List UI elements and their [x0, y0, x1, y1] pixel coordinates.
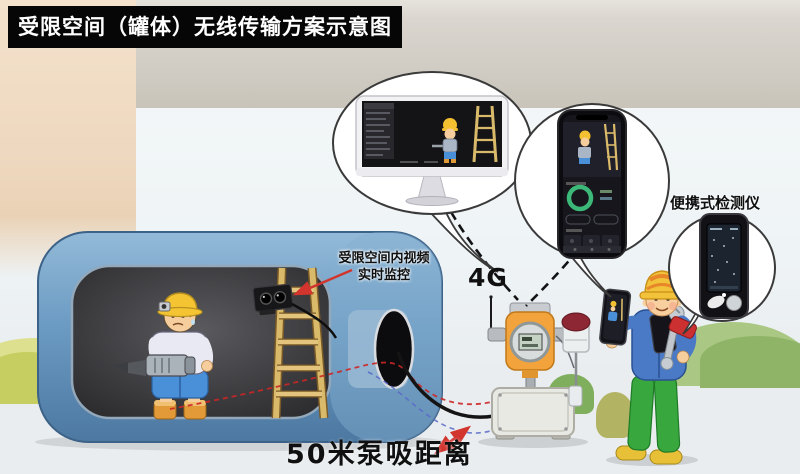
- network-4g-label: 4G: [468, 263, 508, 292]
- surveillance-camera-icon: [252, 283, 294, 316]
- manhole-opening: [373, 308, 415, 390]
- red-armband: [668, 316, 697, 339]
- smartphone-monitoring-app-icon: [557, 109, 627, 259]
- alarm-beacon-icon: [555, 312, 591, 407]
- phone-bubble: [514, 103, 670, 298]
- red-sampling-tube: [169, 361, 493, 410]
- camera-monitoring-label: 受限空间内视频 实时监控: [336, 250, 432, 284]
- portable-gas-detector-icon: [699, 213, 749, 319]
- worker-with-phone-icon: [599, 270, 698, 466]
- diagram-title: 受限空间（罐体）无线传输方案示意图: [8, 6, 402, 48]
- smartphone-in-hand-icon: [599, 288, 632, 346]
- worker-with-drill-icon: [112, 292, 213, 420]
- monitor-bubble: [332, 71, 532, 273]
- distance-arrow-down: [433, 426, 469, 455]
- pump-distance-label: 50米泵吸距离: [286, 439, 473, 470]
- blue-cable: [367, 371, 495, 434]
- fixed-gas-detector-icon: [487, 295, 567, 378]
- camera-monitoring-label-line2: 实时监控: [357, 268, 410, 284]
- bush-olive: [596, 392, 634, 438]
- app-status-ring: [566, 184, 594, 212]
- black-cable: [396, 351, 495, 419]
- mound-right-front: [700, 336, 800, 388]
- drill-icon: [112, 354, 196, 377]
- junction-box-icon: [478, 373, 588, 448]
- camera-cable: [291, 302, 338, 339]
- desktop-monitor-video-feed-icon: [355, 95, 509, 206]
- portable-detector-label: 便携式检测仪: [669, 194, 760, 212]
- camera-monitoring-label-line1: 受限空间内视频: [338, 251, 430, 266]
- camera-pointer-arrow: [292, 268, 353, 296]
- portable-detector-bubble: [668, 213, 776, 335]
